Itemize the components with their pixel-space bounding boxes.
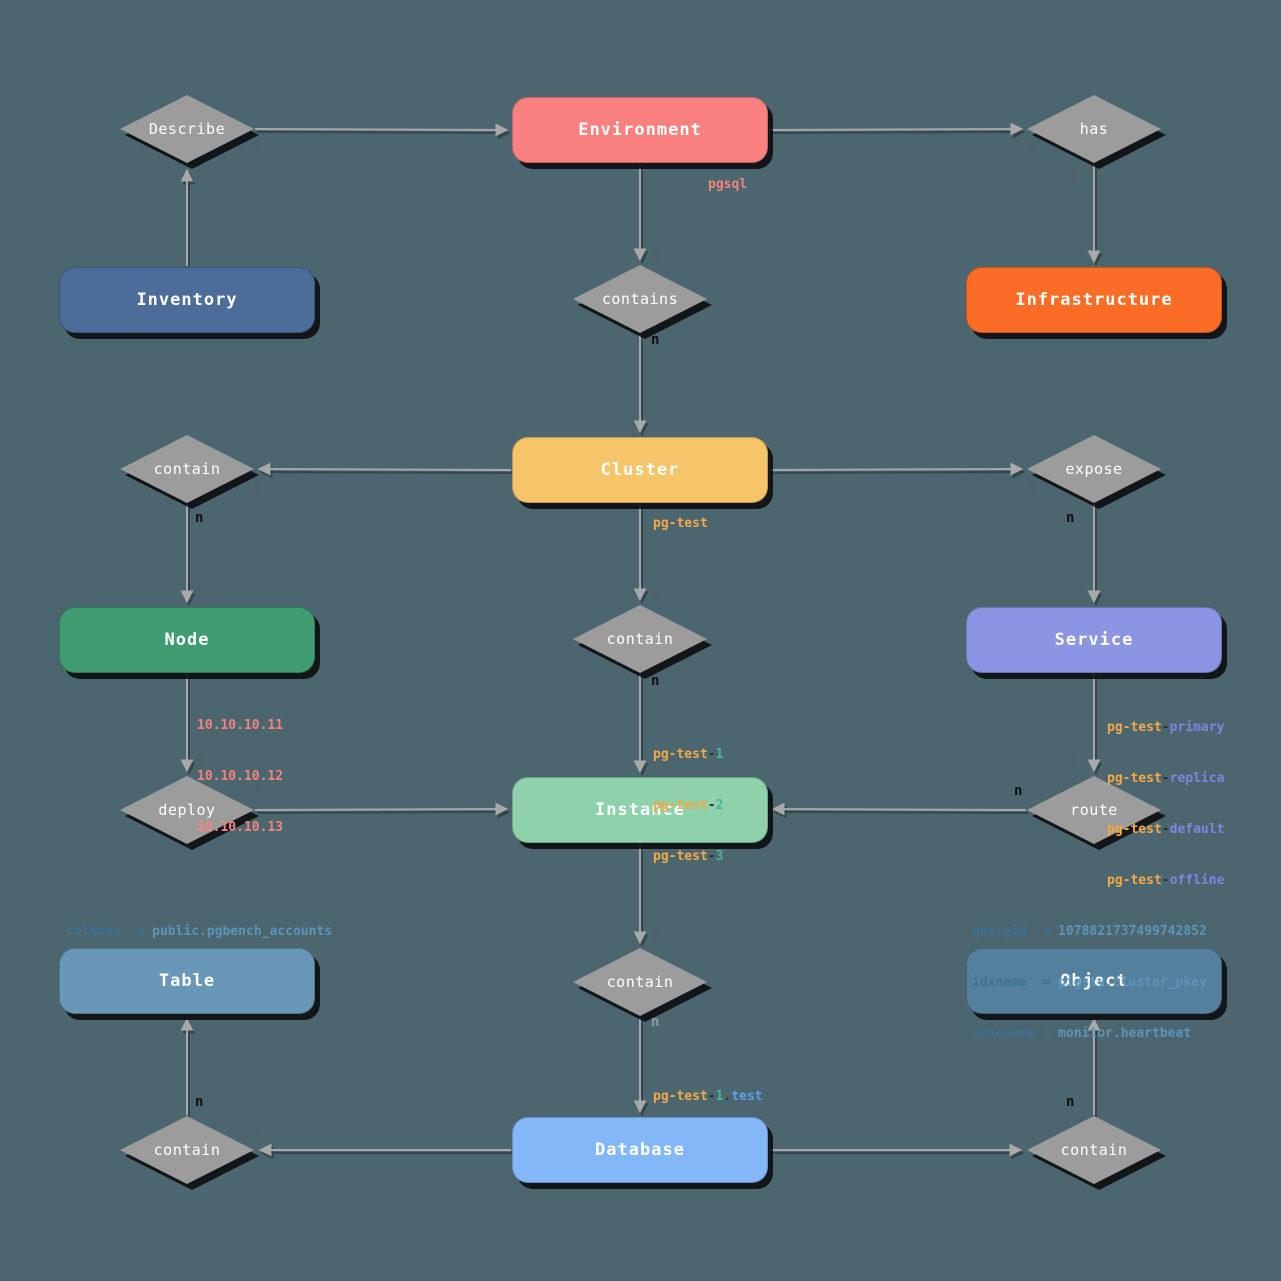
relationship-contain-instance: contain [573, 605, 707, 673]
edge-cluster-contain-node [257, 462, 512, 476]
edge-route-instance [771, 802, 1027, 816]
node-ip-2: 10.10.10.12 [197, 769, 284, 784]
relationship-contain-object-label: contain [1027, 1116, 1161, 1184]
entity-database: Database [512, 1117, 768, 1183]
entity-node: Node [59, 607, 315, 673]
object-attr-funcname: funcname= monitor.heartbeat [972, 1026, 1192, 1041]
relationship-deploy: deploy [120, 776, 254, 844]
service-name-offline: pg-test-offline [1107, 873, 1225, 888]
cardinality-instance-contain-database: 1 [652, 929, 660, 944]
cardinality-contain-table-table: n [195, 1094, 204, 1110]
entity-object: Object [966, 948, 1222, 1014]
relationship-contains: contains [573, 265, 707, 333]
service-name-list: pg-test-primary pg-test-replica pg-test-… [1107, 685, 1224, 923]
entity-service: Service [966, 607, 1222, 673]
cluster-name-label: pg-test [653, 516, 708, 531]
cardinality-contains-cluster: n [651, 332, 660, 348]
relationship-contain-database-label: contain [573, 948, 707, 1016]
entity-infrastructure: Infrastructure [966, 267, 1222, 333]
environment-name-label: pgsql [708, 177, 748, 192]
object-attr-list: queryid= 1078821737499742852 idxname= pi… [972, 889, 1207, 1076]
relationship-contain-instance-label: contain [573, 605, 707, 673]
cardinality-deploy-instance: 1 [255, 783, 263, 798]
edge-cluster-expose [768, 462, 1024, 476]
entity-table: Table [59, 948, 315, 1014]
cardinality-route-instance: n [1014, 783, 1023, 799]
cardinality-cluster-contain-instance: 1 [652, 588, 660, 603]
database-name-label: pg-test-1.test [653, 1089, 763, 1104]
cardinality-database-contain-object: 1 [1031, 1122, 1039, 1137]
node-ip-1: 10.10.10.11 [197, 718, 284, 733]
relationship-contain-table-label: contain [120, 1116, 254, 1184]
cardinality-environment-has: 1 [1028, 141, 1036, 156]
instance-name-3: pg-test-3 [653, 849, 724, 864]
object-attr-idxname: idxname= pigsty.cluster_pkey [972, 975, 1207, 990]
service-name-replica: pg-test-replica [1107, 771, 1225, 786]
cardinality-node-deploy: 1 [196, 755, 204, 770]
relationship-describe-label: Describe [120, 95, 254, 163]
relationship-contain-table: contain [120, 1116, 254, 1184]
edge-deploy-instance [254, 802, 509, 816]
cardinality-contain-instance-instance: n [651, 673, 660, 689]
node-ip-list: 10.10.10.11 10.10.10.12 10.10.10.13 [197, 683, 283, 870]
relationship-contain-node-label: contain [120, 435, 254, 503]
cardinality-environment-contains: 1 [652, 248, 660, 263]
instance-name-list: pg-test-1 pg-test-2 pg-test-3 [653, 712, 723, 899]
cardinality-contain-database-database: n [651, 1014, 660, 1030]
relationship-has: has [1027, 95, 1161, 163]
instance-name-2: pg-test-2 [653, 798, 724, 813]
cardinality-inventory-describe: 1 [195, 168, 203, 183]
entity-inventory: Inventory [59, 267, 315, 333]
service-name-primary: pg-test-primary [1107, 720, 1225, 735]
relationship-describe: Describe [120, 95, 254, 163]
relationship-contain-database: contain [573, 948, 707, 1016]
cardinality-describe-environment: 1 [253, 141, 261, 156]
entity-instance: Instance [512, 777, 768, 843]
entity-cluster: Cluster [512, 437, 768, 503]
node-ip-3: 10.10.10.13 [197, 820, 284, 835]
relationship-expose: expose [1027, 435, 1161, 503]
cardinality-expose-service: n [1066, 510, 1075, 526]
cardinality-contain-node-node: n [195, 510, 204, 526]
cardinality-contain-object-object: n [1066, 1094, 1075, 1110]
relationship-contain-object: contain [1027, 1116, 1161, 1184]
cardinality-has-infrastructure: 1 [1070, 169, 1078, 184]
entity-environment: Environment [512, 97, 768, 163]
edge-describe-environment [254, 123, 509, 137]
relationship-contains-label: contains [573, 265, 707, 333]
cardinality-service-route: 1 [1070, 755, 1078, 770]
relationship-contain-node: contain [120, 435, 254, 503]
service-name-default: pg-test-default [1107, 822, 1225, 837]
relationship-route: route [1027, 776, 1161, 844]
relationship-expose-label: expose [1027, 435, 1161, 503]
cardinality-database-contain-table: 1 [253, 1122, 261, 1137]
table-attr-relname: relname= public.pgbench_accounts [66, 924, 333, 939]
relationship-has-label: has [1027, 95, 1161, 163]
instance-name-1: pg-test-1 [653, 747, 724, 762]
cardinality-cluster-contain-node: 1 [252, 480, 260, 495]
object-attr-queryid: queryid= 1078821737499742852 [972, 924, 1207, 939]
edge-environment-has [768, 122, 1024, 136]
cardinality-cluster-expose: 1 [1028, 480, 1036, 495]
